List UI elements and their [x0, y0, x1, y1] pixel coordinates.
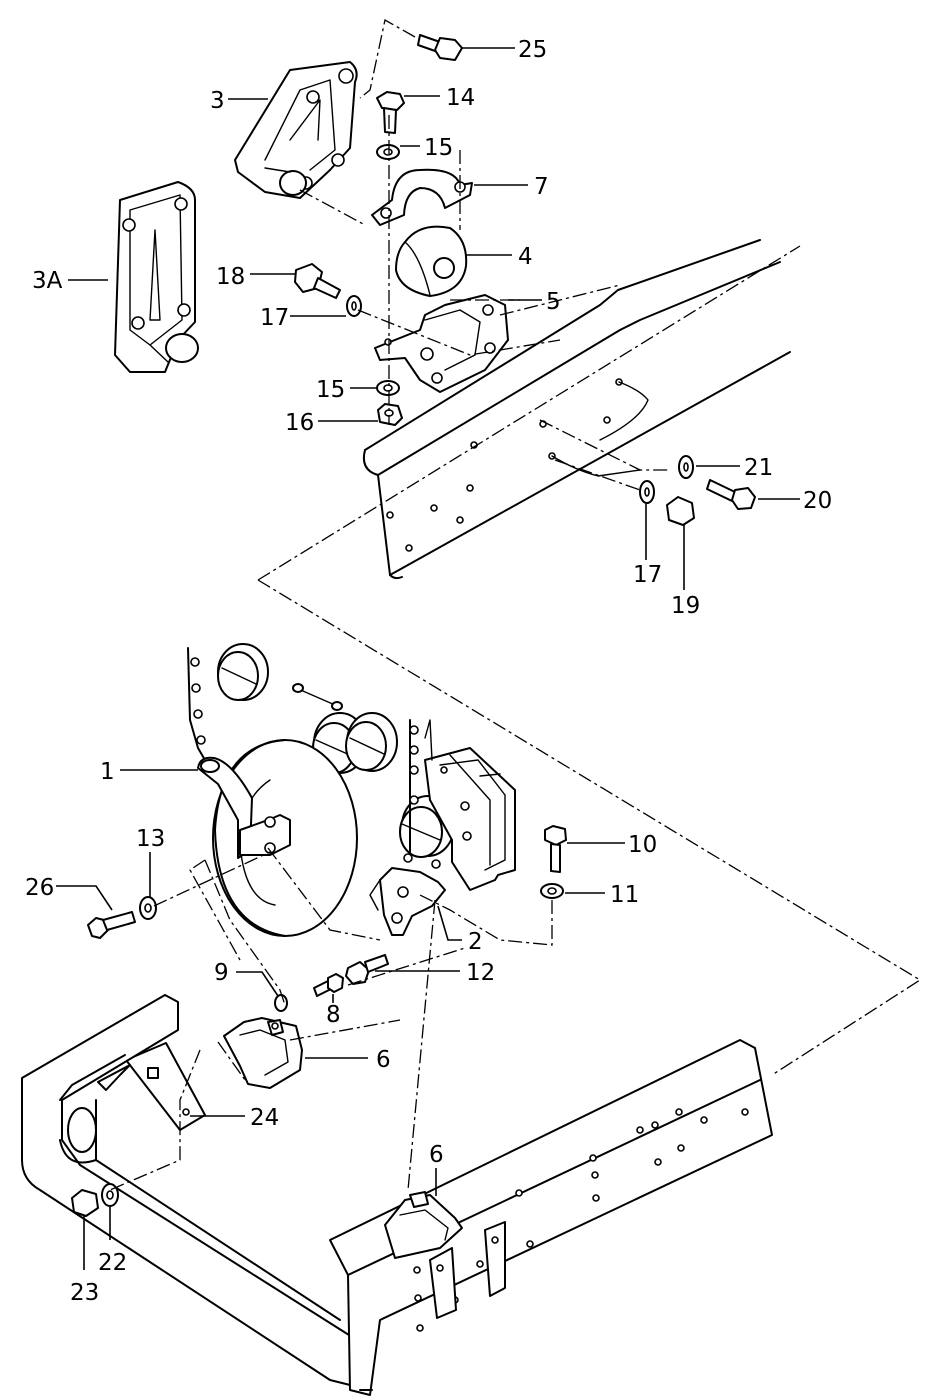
- bolt-part-25: [417, 34, 463, 61]
- rubber-mount-part-4: [395, 225, 468, 297]
- cross-member: [21, 994, 361, 1386]
- flywheel-bracket-part-1: [197, 739, 358, 937]
- label-part-24: 24: [250, 1105, 279, 1131]
- top-frame-rail: [362, 239, 791, 580]
- bracket-part-24: [125, 1042, 206, 1131]
- washer-part-15-top: [376, 144, 400, 160]
- plug-mid-right: [345, 712, 398, 772]
- leader-lines: [56, 47, 800, 1270]
- bolt-part-12: [345, 954, 389, 985]
- label-part-2: 2: [468, 929, 483, 955]
- washer-part-13: [139, 896, 157, 920]
- bolt-part-26: [87, 911, 136, 939]
- label-part-21: 21: [744, 455, 773, 481]
- washer-part-17-right: [639, 480, 655, 504]
- label-part-6-lower: 6: [429, 1142, 444, 1168]
- bracket-part-2: [369, 867, 446, 936]
- bolt-part-8: [313, 973, 344, 997]
- part-labels: 3 3A 25 14 15 7 4 5 18 17 15 16 21 20 17…: [25, 37, 832, 1306]
- label-part-20: 20: [803, 488, 832, 514]
- washer-part-21: [678, 455, 694, 479]
- label-part-17-right: 17: [633, 562, 662, 588]
- nut-part-19: [666, 496, 695, 526]
- plug-upper-left: [217, 643, 269, 701]
- bolt-part-20: [706, 479, 756, 510]
- washer-part-11: [540, 883, 564, 899]
- label-part-11: 11: [610, 882, 639, 908]
- label-part-7: 7: [534, 174, 549, 200]
- bottom-frame-rail: [329, 1039, 773, 1396]
- clamp-part-7: [371, 168, 473, 226]
- washer-part-17-top: [346, 295, 362, 317]
- label-part-25: 25: [518, 37, 547, 63]
- label-part-17-top: 17: [260, 305, 289, 331]
- label-part-15-bottom: 15: [316, 377, 345, 403]
- label-part-15-top: 15: [424, 135, 453, 161]
- label-part-12: 12: [466, 960, 495, 986]
- mount-part-6-upper: [223, 1017, 303, 1089]
- label-part-22: 22: [98, 1250, 127, 1276]
- label-part-13: 13: [136, 826, 165, 852]
- label-part-6-upper: 6: [376, 1047, 391, 1073]
- label-part-10: 10: [628, 832, 657, 858]
- label-part-1: 1: [100, 759, 115, 785]
- label-part-5: 5: [546, 289, 561, 315]
- engine-housing: [187, 643, 516, 891]
- bolt-part-18: [294, 263, 341, 299]
- bolt-part-14: [376, 91, 405, 134]
- label-part-23: 23: [70, 1280, 99, 1306]
- bottom-assembly-lines: [109, 847, 553, 1191]
- label-part-3a: 3A: [32, 268, 63, 294]
- washer-part-9: [274, 994, 288, 1012]
- bracket-part-3a: [114, 181, 199, 373]
- bracket-part-5: [374, 294, 509, 393]
- label-part-26: 26: [25, 875, 54, 901]
- label-part-4: 4: [518, 244, 533, 270]
- bolt-part-10: [544, 825, 567, 873]
- label-part-18: 18: [216, 264, 245, 290]
- washer-part-15-bottom: [376, 380, 400, 396]
- label-part-19: 19: [671, 593, 700, 619]
- mount-part-6-lower: [384, 1191, 506, 1319]
- label-part-3: 3: [210, 88, 225, 114]
- gearbox-housing: [403, 719, 516, 891]
- label-part-8: 8: [326, 1002, 341, 1028]
- bracket-part-3: [234, 61, 358, 199]
- label-part-16: 16: [285, 410, 314, 436]
- nut-part-16: [377, 403, 403, 426]
- label-part-9: 9: [214, 960, 229, 986]
- washer-part-22: [101, 1183, 119, 1207]
- top-assembly-lines: [257, 18, 922, 1076]
- nut-part-23: [71, 1189, 99, 1217]
- label-part-14: 14: [446, 85, 475, 111]
